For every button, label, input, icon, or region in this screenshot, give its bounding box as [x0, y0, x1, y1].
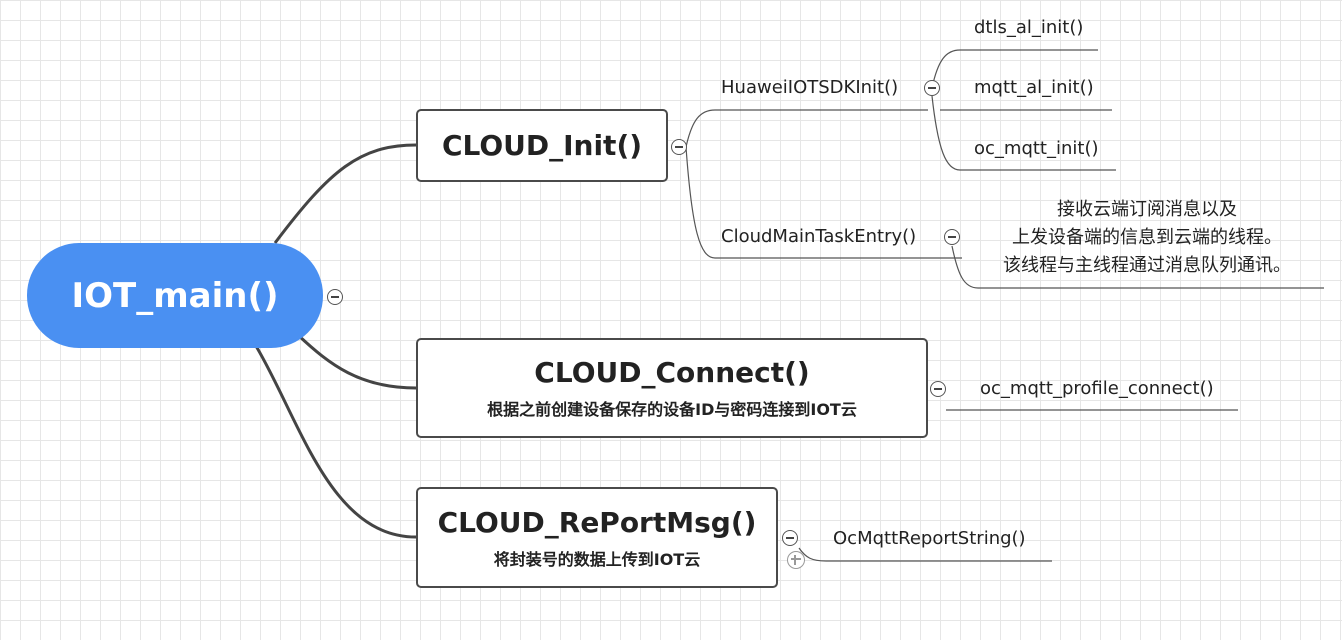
root-collapse-icon[interactable] — [327, 289, 343, 305]
root-node[interactable]: IOT_main() — [27, 243, 323, 348]
link-sdk-oc — [931, 95, 1116, 171]
node-cloud-report-msg-title: CLOUD_RePortMsg() — [437, 505, 757, 539]
huawei-sdk-collapse-icon[interactable] — [924, 80, 940, 96]
node-cloud-connect-subtitle: 根据之前创建设备保存的设备ID与密码连接到IOT云 — [487, 400, 857, 419]
cloud-connect-collapse-icon[interactable] — [930, 381, 946, 397]
root-label: IOT_main() — [71, 275, 279, 316]
node-cloud-init[interactable]: CLOUD_Init() — [416, 109, 668, 182]
node-cloud-main-task-entry[interactable]: CloudMainTaskEntry() — [721, 226, 917, 247]
note-line-3: 该线程与主线程通过消息队列通讯。 — [1003, 255, 1291, 276]
node-cloud-report-msg-subtitle: 将封装号的数据上传到IOT云 — [493, 549, 701, 569]
node-dtls-al-init[interactable]: dtls_al_init() — [974, 17, 1084, 38]
link-root-connect — [296, 333, 417, 390]
link-sdk-dtls — [931, 49, 1098, 89]
link-init-task — [685, 146, 962, 259]
cloud-report-expand-icon[interactable] — [787, 551, 805, 569]
node-cloud-report-msg[interactable]: CLOUD_RePortMsg() 将封装号的数据上传到IOT云 — [416, 487, 778, 588]
node-oc-mqtt-init[interactable]: oc_mqtt_init() — [974, 138, 1099, 159]
node-cloud-connect-title: CLOUD_Connect() — [534, 356, 810, 389]
node-cloud-connect[interactable]: CLOUD_Connect() 根据之前创建设备保存的设备ID与密码连接到IOT… — [416, 338, 928, 438]
node-huawei-sdk-init[interactable]: HuaweiIOTSDKInit() — [721, 77, 899, 98]
link-task-note — [951, 245, 1324, 289]
link-root-report — [254, 345, 417, 539]
link-init-sdk — [685, 109, 928, 148]
node-mqtt-al-init[interactable]: mqtt_al_init() — [974, 77, 1094, 98]
node-cloud-init-title: CLOUD_Init() — [441, 128, 643, 162]
note-line-2: 上发设备端的信息到云端的线程。 — [1012, 227, 1282, 248]
node-oc-mqtt-report-string[interactable]: OcMqttReportString() — [833, 528, 1026, 549]
cloud-main-task-collapse-icon[interactable] — [944, 229, 960, 245]
link-root-init — [273, 143, 417, 244]
note-line-1: 接收云端订阅消息以及 — [1057, 199, 1237, 220]
cloud-report-collapse-icon[interactable] — [782, 530, 798, 546]
node-task-note[interactable]: 接收云端订阅消息以及 上发设备端的信息到云端的线程。 该线程与主线程通过消息队列… — [987, 196, 1307, 280]
node-oc-mqtt-profile-connect[interactable]: oc_mqtt_profile_connect() — [980, 378, 1214, 399]
cloud-init-collapse-icon[interactable] — [671, 139, 687, 155]
link-report-string — [798, 547, 1052, 562]
